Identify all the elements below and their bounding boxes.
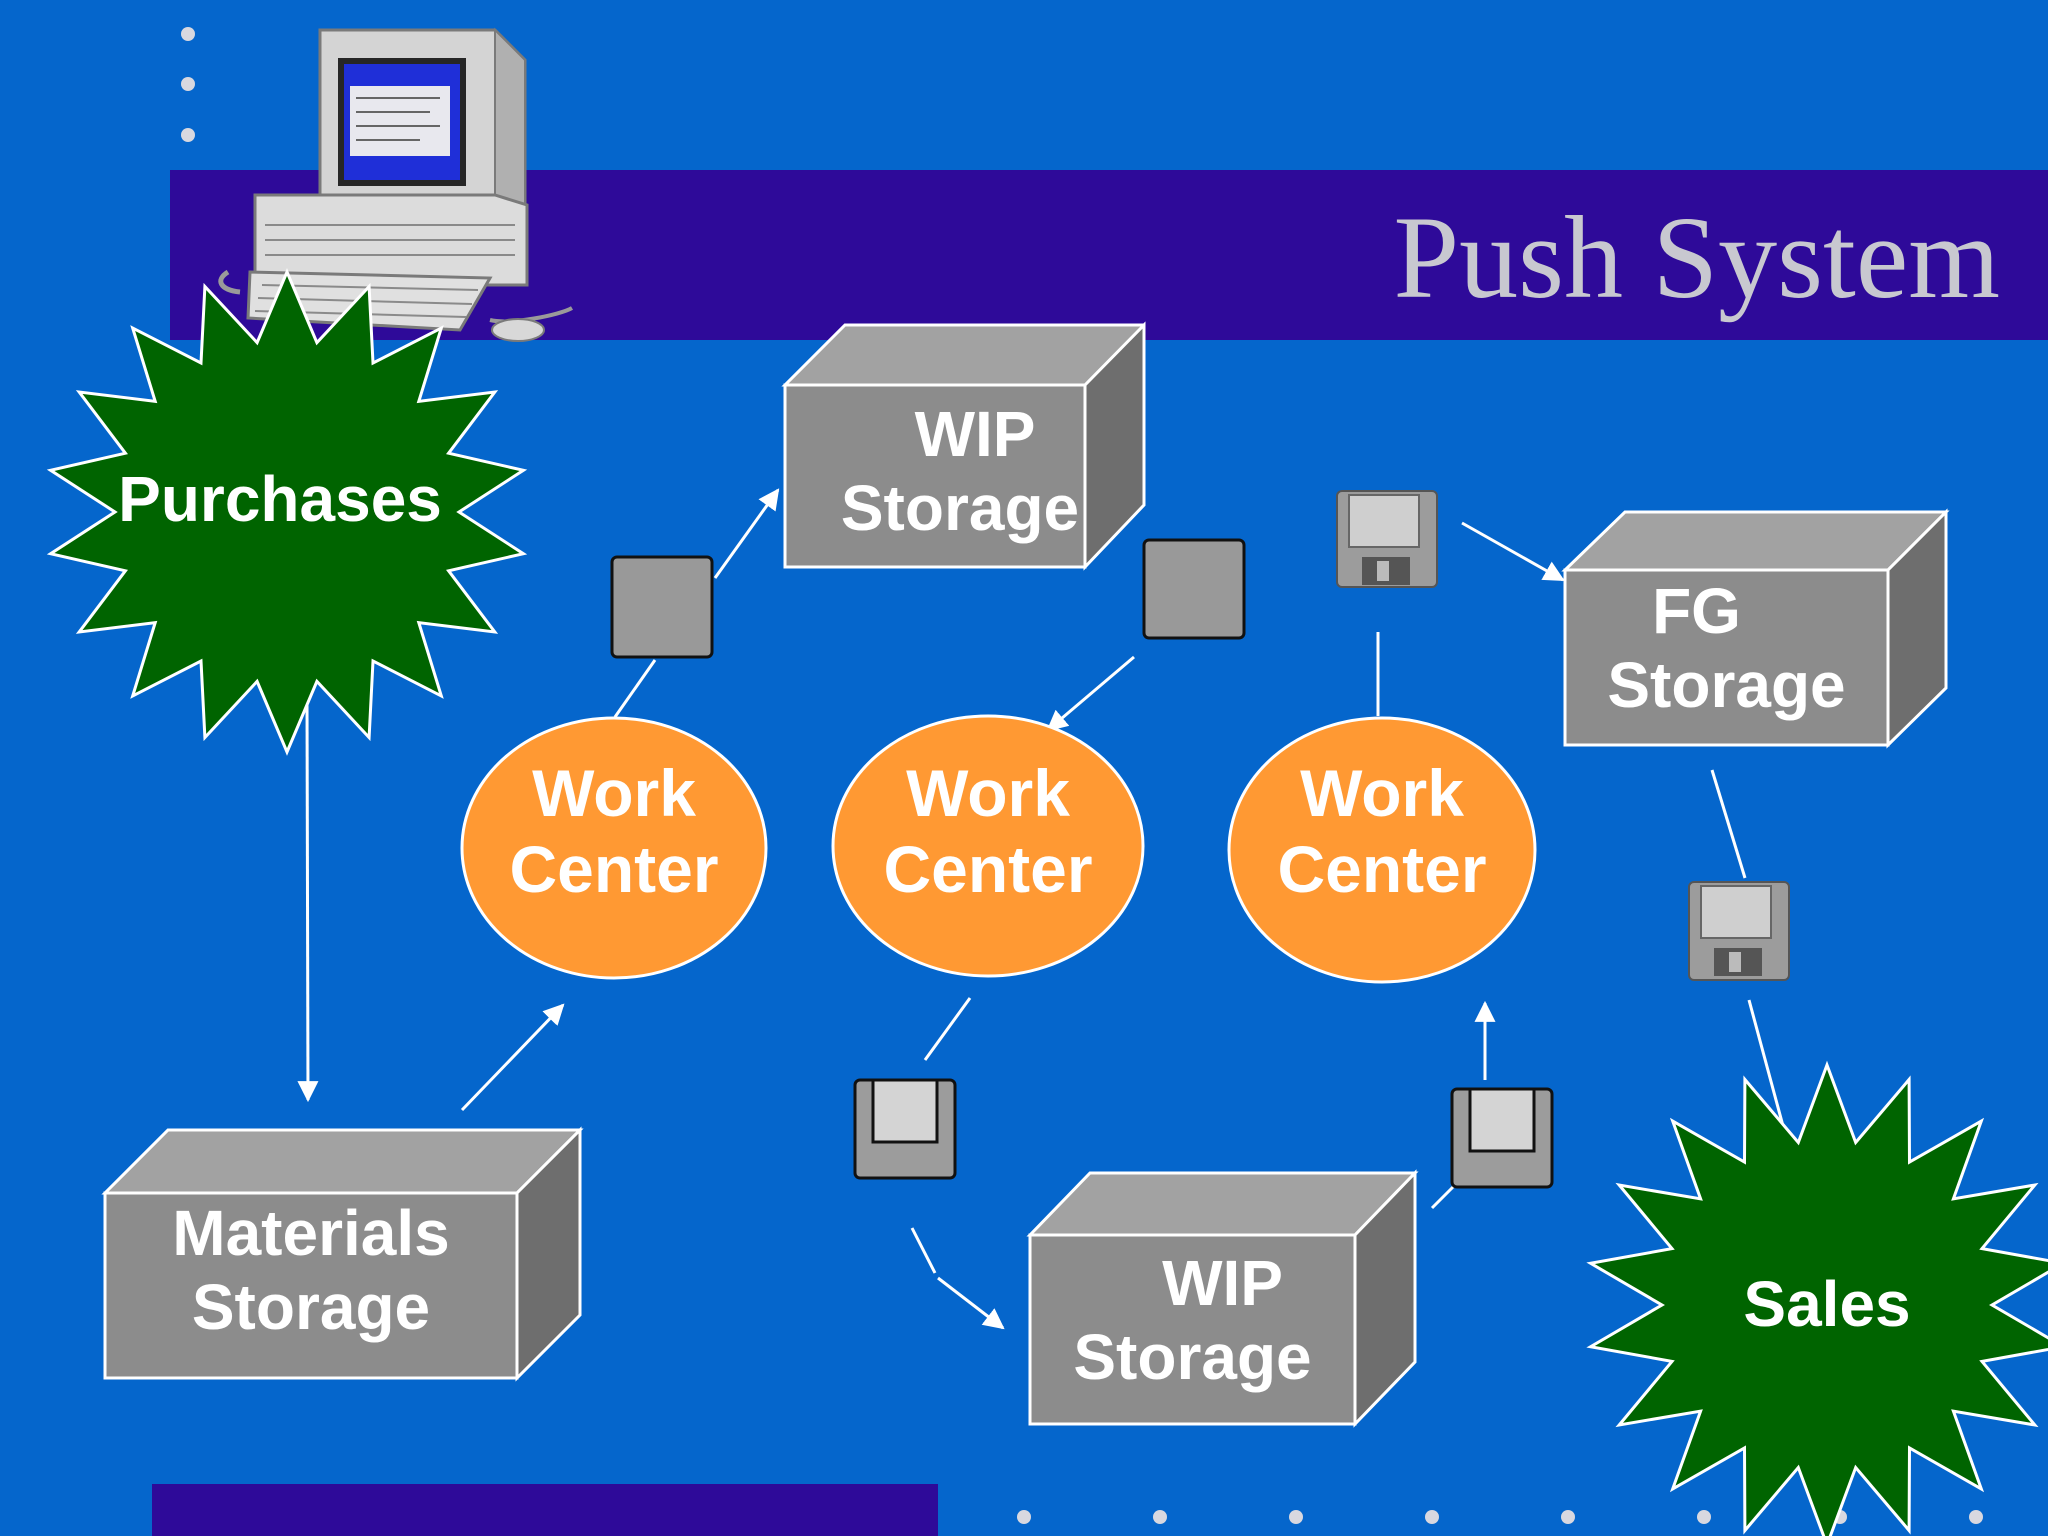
wip-storage-top-box xyxy=(781,321,1146,571)
materials-storage-line-2: Storage xyxy=(191,1270,431,1343)
wip-storage-bottom-box xyxy=(1026,1169,1419,1428)
page-title: Push System xyxy=(1393,192,2000,323)
fg-storage-box xyxy=(1561,508,1950,749)
floppy-disk-icon xyxy=(1688,881,1790,981)
work-center-1-shape xyxy=(460,716,768,980)
wip-storage-top-line-1: WIP xyxy=(914,398,1036,470)
wip-storage-bottom-line-1: WIP xyxy=(1162,1247,1283,1319)
materials-storage-line-1: Materials xyxy=(172,1197,450,1269)
wip-storage-top-line-2: Storage xyxy=(840,471,1080,544)
work-center-3-label: Work Center xyxy=(1232,756,1532,908)
desktop-computer-icon xyxy=(218,27,574,342)
sales-label: Sales xyxy=(1743,1268,1911,1340)
purchases-label: Purchases xyxy=(118,463,442,535)
work-center-2-line-2: Center xyxy=(883,831,1093,906)
decorative-dots xyxy=(181,27,1983,1524)
fg-storage-line-2: Storage xyxy=(1607,648,1846,721)
floppy-disk-icon xyxy=(1336,490,1438,588)
work-center-1-label: Work Center xyxy=(464,756,764,908)
materials-storage-label: Materials Storage xyxy=(105,1197,517,1344)
wip-storage-bottom-label: WIP Storage xyxy=(1030,1247,1355,1394)
floppy-disk-icon xyxy=(853,1078,957,1180)
wip-storage-bottom-line-2: Storage xyxy=(1073,1320,1312,1393)
floppy-disk-icon xyxy=(1450,1087,1554,1189)
purchases-starburst xyxy=(46,268,528,756)
work-center-3-line-2: Center xyxy=(1277,831,1487,906)
work-center-1-line-2: Center xyxy=(509,831,719,906)
floppy-disk-icon xyxy=(610,555,714,659)
fg-storage-label: FG Storage xyxy=(1565,575,1888,722)
materials-storage-box xyxy=(101,1126,584,1382)
floppy-disk-icon xyxy=(1142,538,1246,640)
fg-storage-line-1: FG xyxy=(1652,575,1741,647)
sales-starburst xyxy=(1586,1060,2048,1536)
wip-storage-top-label: WIP Storage xyxy=(785,398,1085,545)
work-center-3-line-1: Work xyxy=(1300,756,1464,830)
work-center-2-shape xyxy=(831,714,1145,978)
work-center-2-label: Work Center xyxy=(838,756,1138,908)
work-center-2-line-1: Work xyxy=(906,756,1070,830)
footer-band xyxy=(152,1484,938,1536)
work-center-1-line-1: Work xyxy=(532,756,696,830)
work-center-3-shape xyxy=(1227,716,1537,984)
